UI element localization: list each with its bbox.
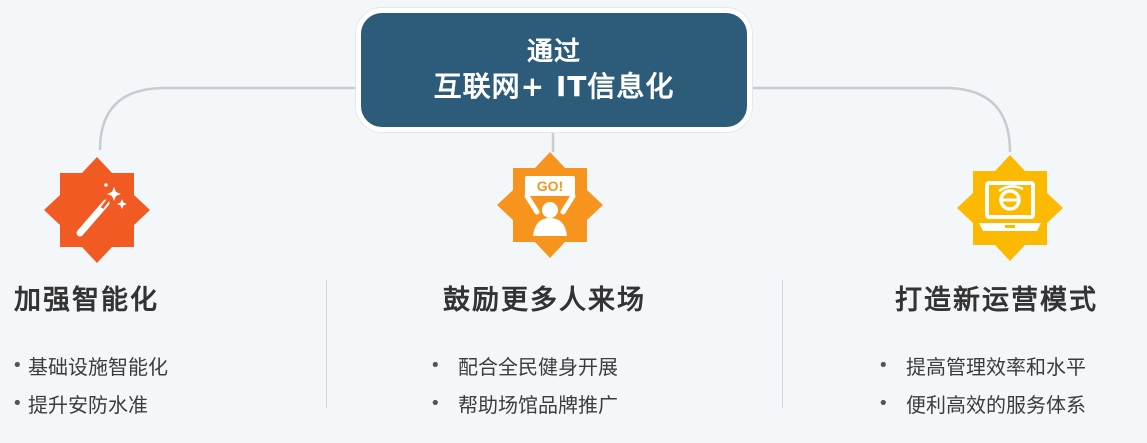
center-title-line1: 通过 xyxy=(526,37,581,67)
list-item: • 配合全民健身开展 xyxy=(430,346,618,384)
column-heading-intelligence: 加强智能化 xyxy=(14,285,159,316)
list-item: • 基础设施智能化 xyxy=(12,346,168,384)
bullet-text: 便利高效的服务体系 xyxy=(906,392,1086,417)
bullet-dot-icon: • xyxy=(878,392,889,414)
bullet-list-operation-mode: • 提高管理效率和水平 • 便利高效的服务体系 xyxy=(878,346,1086,422)
go-sign-text: GO! xyxy=(537,178,563,194)
laptop-ie-icon xyxy=(957,155,1063,261)
list-item: • 提高管理效率和水平 xyxy=(878,346,1086,384)
bullet-dot-icon: • xyxy=(12,354,23,376)
connector-left xyxy=(98,86,360,151)
list-item: • 便利高效的服务体系 xyxy=(878,384,1086,422)
bullet-text: 帮助场馆品牌推广 xyxy=(458,392,618,417)
list-item: • 帮助场馆品牌推广 xyxy=(430,384,618,422)
badge-operation-mode xyxy=(955,153,1065,263)
badge-attract-people: GO! xyxy=(495,150,605,260)
bullet-text: 提升安防水准 xyxy=(28,392,148,417)
bullet-list-intelligence: • 基础设施智能化 • 提升安防水准 xyxy=(12,346,168,422)
bullet-dot-icon: • xyxy=(878,354,889,376)
badge-intelligence xyxy=(42,155,152,265)
bullet-text: 提高管理效率和水平 xyxy=(906,354,1086,379)
center-title-box: 通过 互联网+ IT信息化 xyxy=(356,8,752,132)
go-cheer-icon: GO! xyxy=(497,152,603,258)
column-heading-attract-people: 鼓励更多人来场 xyxy=(443,285,646,316)
column-divider xyxy=(782,280,783,408)
center-title-line2: 互联网+ IT信息化 xyxy=(433,70,675,103)
bullet-text: 配合全民健身开展 xyxy=(458,354,618,379)
bullet-dot-icon: • xyxy=(12,392,23,414)
bullet-text: 基础设施智能化 xyxy=(28,354,168,379)
bullet-list-attract-people: • 配合全民健身开展 • 帮助场馆品牌推广 xyxy=(430,346,618,422)
magic-wand-icon xyxy=(44,157,150,263)
list-item: • 提升安防水准 xyxy=(12,384,168,422)
column-heading-operation-mode: 打造新运营模式 xyxy=(895,285,1098,316)
connector-right xyxy=(748,86,1012,153)
bullet-dot-icon: • xyxy=(430,392,441,414)
column-divider xyxy=(326,280,327,408)
bullet-dot-icon: • xyxy=(430,354,441,376)
